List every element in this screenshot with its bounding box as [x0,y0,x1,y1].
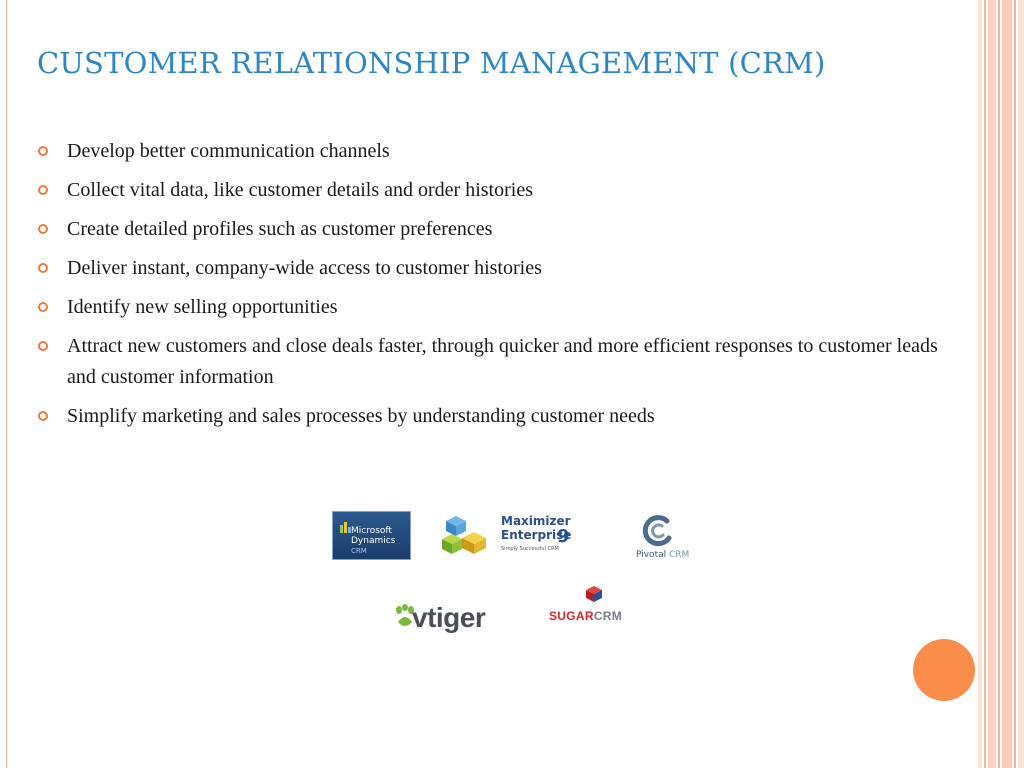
maximizer-version: 9 [557,526,570,547]
bullet-item: Attract new customers and close deals fa… [38,331,938,393]
bullet-item: Deliver instant, company-wide access to … [38,253,938,284]
bullet-text: Create detailed profiles such as custome… [67,218,493,240]
maximizer-enterprise-logo: Maximizer Enterprise 9 Simply Successful… [442,508,572,560]
pivotal-crm: CRM [668,550,690,560]
bullet-text: Develop better communication channels [67,140,390,162]
bullet-item: Collect vital data, like customer detail… [38,175,938,206]
paw-icon [396,604,414,626]
bullet-item: Develop better communication channels [38,136,938,167]
vtiger-logo: vtiger [392,598,492,640]
decorative-orange-circle [913,639,975,701]
ms-line2: Dynamics [351,536,396,546]
sugar-crm: CRM [593,609,623,623]
bullet-list: Develop better communication channels Co… [38,136,938,440]
ms-crm: CRM [351,547,367,555]
bullet-circle-icon [38,341,48,351]
pivotal-name: Pivotal [636,550,667,560]
bullet-circle-icon [38,224,48,234]
sugarcrm-logo: SUGARCRM [545,585,645,631]
bullet-item: Simplify marketing and sales processes b… [38,401,938,432]
sugar-word: SUGAR [549,609,594,623]
bullet-circle-icon [38,146,48,156]
ms-line1: Microsoft [351,526,392,536]
bullet-circle-icon [38,185,48,195]
vtiger-name: vtiger [412,602,486,633]
bullet-circle-icon [38,263,48,273]
bullet-circle-icon [38,411,48,421]
cubes-icon [442,516,486,554]
slide-title: CUSTOMER RELATIONSHIP MANAGEMENT (CRM) [37,46,826,80]
bullet-item: Create detailed profiles such as custome… [38,214,938,245]
bullet-text: Deliver instant, company-wide access to … [67,257,542,279]
maximizer-line2: Enterprise [501,528,572,542]
bullet-text: Attract new customers and close deals fa… [67,335,938,388]
maximizer-tagline: Simply Successful CRM [501,546,559,552]
bullet-item: Identify new selling opportunities [38,292,938,323]
sugar-cube-icon [586,586,602,602]
pivotal-crm-logo: Pivotal CRM [628,510,708,566]
left-border-line [6,0,7,768]
right-decorative-stripes [978,0,1024,768]
maximizer-line1: Maximizer [501,514,571,528]
microsoft-dynamics-icon [340,522,351,533]
bullet-circle-icon [38,302,48,312]
bullet-text: Simplify marketing and sales processes b… [67,405,655,427]
pivotal-swirl-icon [642,515,672,547]
microsoft-dynamics-crm-logo: Microsoft Dynamics CRM [332,511,411,560]
bullet-text: Collect vital data, like customer detail… [67,179,533,201]
bullet-text: Identify new selling opportunities [67,296,338,318]
